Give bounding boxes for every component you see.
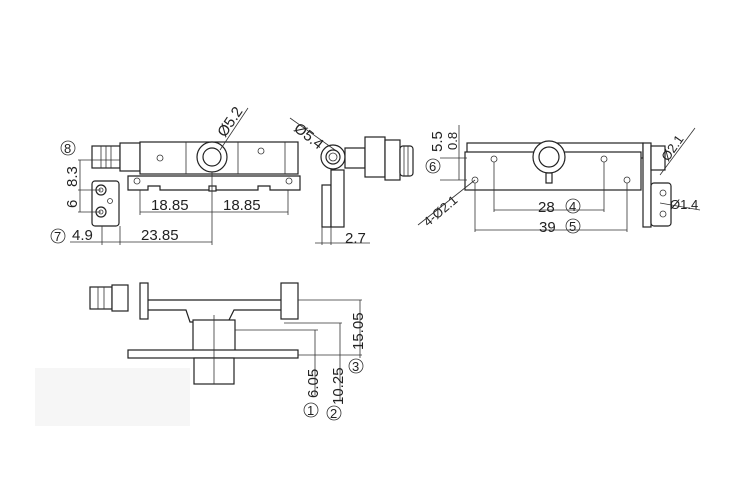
dim-2-7: 2.7 bbox=[345, 230, 366, 247]
dim-8-3: 8.3 bbox=[64, 166, 81, 187]
callout-6: 6 bbox=[429, 159, 436, 174]
callout-7: 7 bbox=[54, 229, 61, 244]
dim-5-5: 5.5 bbox=[429, 131, 446, 152]
bottom-view: 6.05 1 10.25 2 15.05 3 bbox=[89, 282, 367, 421]
dim-39: 39 bbox=[539, 219, 556, 236]
callout-4: 4 bbox=[569, 199, 576, 214]
callout-3: 3 bbox=[352, 359, 359, 374]
callout-1: 1 bbox=[307, 403, 314, 418]
dim-10-25: 10.25 bbox=[330, 367, 347, 405]
bracket bbox=[127, 175, 301, 191]
back-view: 28 4 39 5 5.5 0.8 6 4-Ø2.1 Ø2.1 Ø1.4 bbox=[417, 125, 701, 236]
callout-5: 5 bbox=[569, 219, 576, 234]
dia-2-1: Ø2.1 bbox=[658, 132, 686, 164]
holes-4-dia-2-1: 4-Ø2.1 bbox=[420, 192, 460, 229]
side-view: 2.7 Ø5.4 bbox=[289, 117, 414, 247]
dim-6: 6 bbox=[64, 200, 81, 208]
dim-6-05: 6.05 bbox=[305, 369, 322, 398]
dim-28: 28 bbox=[538, 199, 555, 216]
side-plate bbox=[91, 180, 120, 227]
dim-23-85: 23.85 bbox=[141, 227, 179, 244]
dim-18-85-left: 18.85 bbox=[151, 197, 189, 214]
callout-2: 2 bbox=[330, 406, 337, 421]
dim-0-8: 0.8 bbox=[445, 132, 460, 150]
dia-5-2: Ø5.2 bbox=[214, 104, 246, 140]
faint-watermark-area bbox=[35, 368, 190, 426]
dia-1-4: Ø1.4 bbox=[670, 197, 698, 212]
front-view: 18.85 18.85 23.85 4.9 6 8.3 Ø5.2 7 8 bbox=[50, 104, 301, 245]
dim-15-05: 15.05 bbox=[350, 312, 367, 350]
callout-8: 8 bbox=[64, 141, 71, 156]
dim-18-85-right: 18.85 bbox=[223, 197, 261, 214]
dim-4-9: 4.9 bbox=[72, 227, 93, 244]
base-plate bbox=[127, 349, 299, 359]
bracket-profile bbox=[148, 299, 283, 323]
